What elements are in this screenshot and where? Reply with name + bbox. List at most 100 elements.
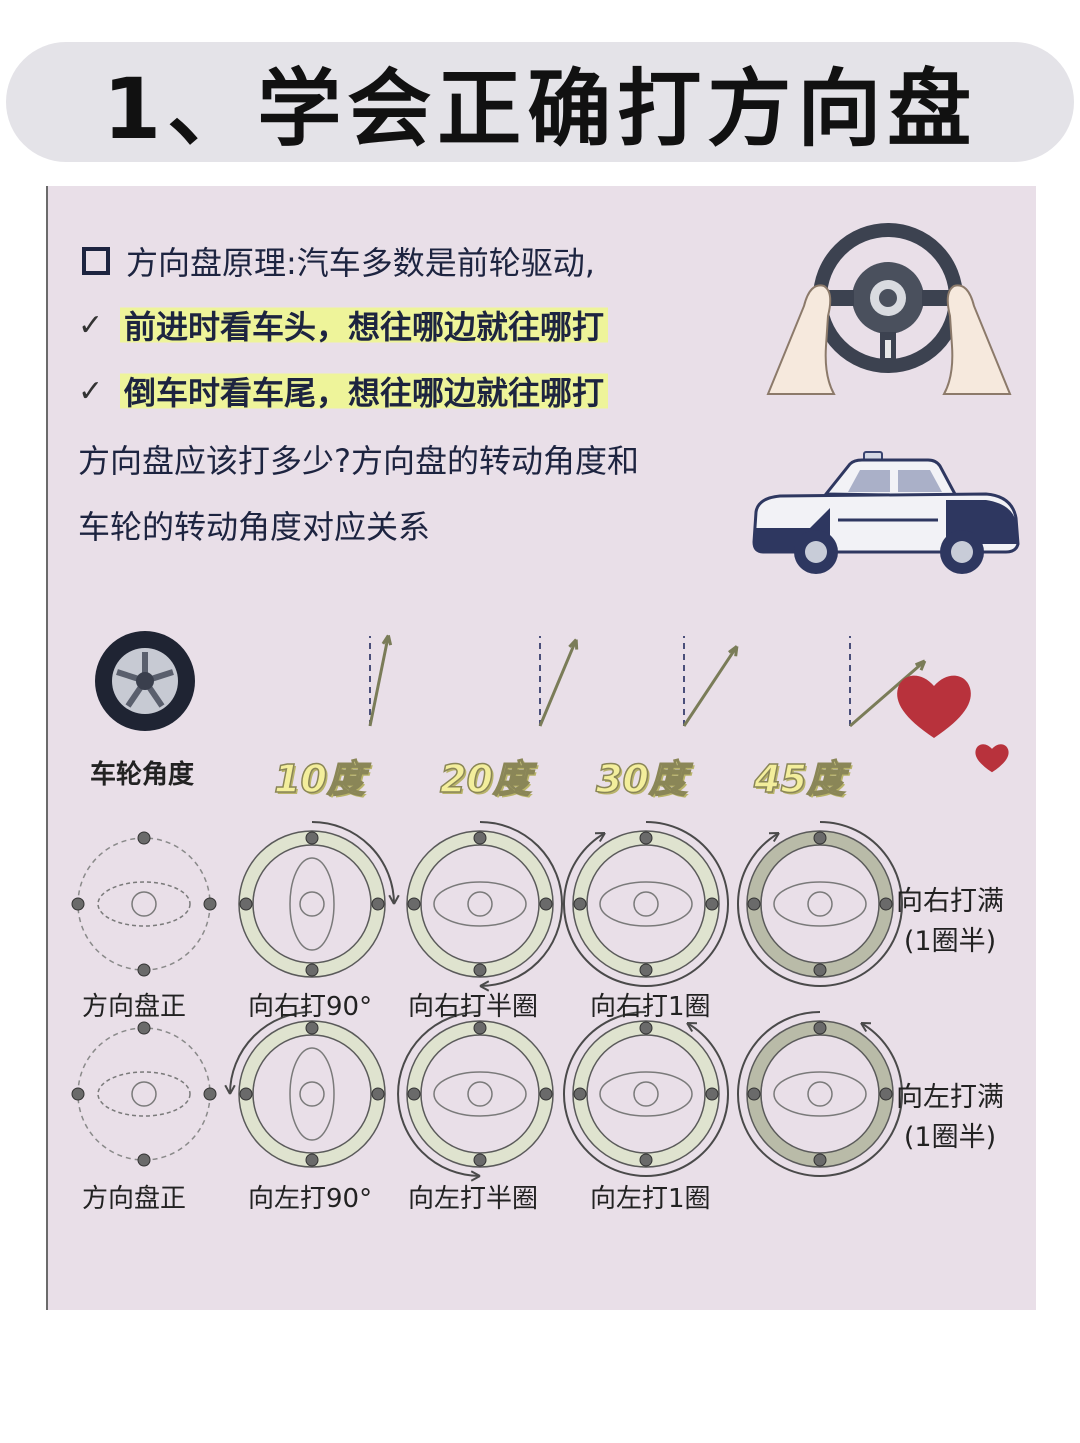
right-label-90: 向右打90°	[248, 992, 373, 1022]
rim-inner-edge	[760, 1034, 880, 1154]
wheel-spokes	[71, 1021, 217, 1167]
steering-diagrams	[71, 821, 903, 1182]
rotation-arrow	[737, 821, 903, 987]
right-label-one: 向右打1圈	[590, 992, 711, 1022]
rotation-arrow-head	[470, 1170, 481, 1182]
rim-marker-3	[879, 897, 893, 911]
rim-marker-3	[305, 831, 319, 845]
principle-heading-row: 方向盘原理:汽车多数是前轮驱动,	[82, 238, 595, 284]
rim-marker-3	[539, 897, 553, 911]
angle-label-20: 20度	[439, 756, 531, 802]
rim-outer-edge	[238, 1020, 386, 1168]
question-line-2: 车轮的转动角度对应关系	[78, 508, 431, 546]
rim-marker-2	[473, 831, 487, 845]
hub-center	[131, 891, 157, 917]
rim-marker-0	[813, 963, 827, 977]
rim-marker-3	[879, 1087, 893, 1101]
rim-inner-edge	[420, 844, 540, 964]
rim-marker-1	[305, 1021, 319, 1035]
left-wheel-2	[397, 1011, 554, 1182]
left-wheel-4	[737, 1011, 903, 1177]
hub-center	[807, 1081, 833, 1107]
rotation-arrow	[737, 1011, 903, 1177]
rim-outer-edge	[572, 830, 720, 978]
left-label-90: 向左打90°	[248, 1184, 373, 1214]
spoke-hub	[773, 881, 867, 927]
right-wheel-4	[737, 821, 903, 987]
checkmark-icon: ✓	[78, 373, 104, 409]
rim-marker-0	[137, 831, 151, 845]
title-banner: 1、学会正确打方向盘	[6, 42, 1074, 162]
angle-indicator-30	[682, 636, 739, 727]
wheel-spokes	[747, 1021, 893, 1167]
wheel-spokes	[573, 1021, 719, 1167]
wheel-spokes	[407, 1021, 553, 1167]
left-wheel-1	[224, 1011, 386, 1168]
rim-marker-3	[539, 1087, 553, 1101]
angle-indicator-45	[849, 636, 927, 728]
left-wheel-3	[563, 1011, 729, 1177]
rotation-arrow-head	[479, 980, 490, 992]
hub-center	[633, 1081, 659, 1107]
reverse-row: ✓ 倒车时看车尾，想往哪边就往哪打	[78, 368, 609, 414]
rotation-arrow-head	[860, 1021, 872, 1033]
checkmark-icon: ✓	[78, 307, 104, 343]
spoke-hub	[599, 1071, 693, 1117]
right-full-line2: (1圈半)	[903, 926, 997, 957]
rim-marker-2	[137, 963, 151, 977]
wheel-spokes	[71, 831, 217, 977]
wheel-spokes	[239, 1021, 385, 1167]
forward-rule: 前进时看车头，想往哪边就往哪打	[120, 302, 609, 348]
page-title: 1、学会正确打方向盘	[102, 59, 978, 158]
angle-arrow	[849, 659, 926, 728]
rim-inner-edge	[252, 844, 372, 964]
rim-inner-edge	[586, 844, 706, 964]
rim-marker-0	[639, 1021, 653, 1035]
spoke-hub	[433, 1071, 527, 1117]
rim-inner-edge	[252, 1034, 372, 1154]
rim-marker-0	[137, 1021, 151, 1035]
rim-marker-2	[371, 1087, 385, 1101]
right-wheel-1	[238, 821, 400, 978]
rotation-arrow-head	[686, 1021, 698, 1033]
arrow-head	[914, 659, 927, 671]
hub-center	[467, 891, 493, 917]
hub-center	[299, 891, 325, 917]
steering-wheel-hands-icon	[766, 223, 1012, 395]
rim-outer-edge	[238, 830, 386, 978]
spoke-hub	[289, 857, 335, 951]
rotation-arrow	[311, 821, 395, 905]
hub-center	[299, 1081, 325, 1107]
rim-marker-2	[813, 831, 827, 845]
wheel-angle-label: 车轮角度	[90, 760, 195, 790]
arrow-head	[568, 638, 579, 650]
rim-marker-2	[137, 1153, 151, 1167]
left-label-half: 向左打半圈	[408, 1184, 539, 1214]
rim-outer-edge	[406, 830, 554, 978]
wheel-spokes	[747, 831, 893, 977]
spoke-hub	[97, 1071, 191, 1117]
rim-marker-1	[705, 897, 719, 911]
rim-marker-3	[71, 1087, 85, 1101]
right-full-label: 向右打满 (1圈半)	[896, 882, 1004, 962]
left-label-straight: 方向盘正	[82, 1184, 187, 1214]
spoke-hub	[289, 1047, 335, 1141]
police-car-icon	[752, 451, 1020, 574]
rim-inner-edge	[586, 1034, 706, 1154]
right-wheel-3	[563, 821, 729, 987]
angle-label-30: 30度	[595, 756, 687, 802]
right-label-half: 向右打半圈	[408, 992, 539, 1022]
rim-marker-0	[473, 963, 487, 977]
rim-marker-1	[747, 897, 761, 911]
wheel-spokes	[407, 831, 553, 977]
left-full-label: 向左打满 (1圈半)	[896, 1078, 1004, 1158]
rotation-arrow-head	[388, 894, 400, 905]
rim-marker-1	[305, 963, 319, 977]
rim-outer-edge	[746, 1020, 894, 1168]
hub-center	[131, 1081, 157, 1107]
rotation-arrow	[563, 821, 729, 987]
rim-marker-2	[813, 1021, 827, 1035]
rim-marker-3	[71, 897, 85, 911]
rim-marker-2	[639, 963, 653, 977]
rim-marker-3	[573, 1087, 587, 1101]
